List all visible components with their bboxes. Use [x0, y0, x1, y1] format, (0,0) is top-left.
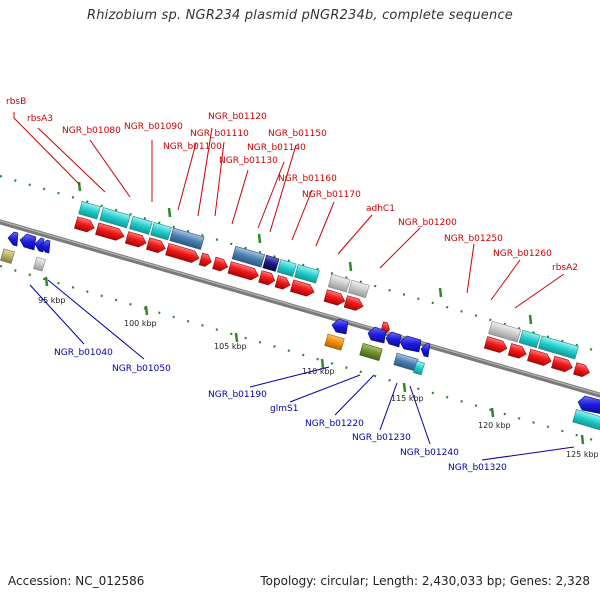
- forward-feature-track: [78, 201, 579, 360]
- forward-leader-lines: [13, 112, 565, 309]
- feature-box[interactable]: [169, 227, 205, 250]
- feature-box[interactable]: [276, 259, 297, 277]
- gene-label-NGR_b01240[interactable]: NGR_b01240: [400, 448, 459, 458]
- map-title: Rhizobium sp. NGR234 plasmid pNGR234b, c…: [86, 8, 513, 23]
- feature-box[interactable]: [150, 222, 172, 241]
- feature-box[interactable]: [262, 254, 280, 272]
- accession-text: Accession: NC_012586: [8, 574, 145, 588]
- forward-cds-arrow[interactable]: [95, 222, 126, 242]
- reverse-feature-track: [0, 231, 600, 432]
- gene-label-glmS1[interactable]: glmS1: [270, 404, 298, 414]
- feature-box[interactable]: [324, 333, 345, 351]
- gene-label-NGR_b01220[interactable]: NGR_b01220: [305, 419, 364, 429]
- ruler-label: 100 kbp: [124, 319, 157, 328]
- gene-label-rbsA2[interactable]: rbsA2: [552, 263, 578, 273]
- ruler-label: 115 kbp: [391, 394, 424, 403]
- reverse-leader-lines: [29, 279, 575, 461]
- forward-cds-arrow[interactable]: [507, 343, 528, 360]
- gene-label-NGR_b01190[interactable]: NGR_b01190: [208, 390, 267, 400]
- gene-label-rbsB[interactable]: rbsB: [6, 97, 26, 107]
- sequence-backbone: [0, 219, 600, 398]
- forward-cds-arrow[interactable]: [198, 252, 213, 268]
- gene-label-NGR_b01320[interactable]: NGR_b01320: [448, 463, 507, 473]
- forward-cds-arrow[interactable]: [165, 243, 201, 264]
- reverse-cds-arrow[interactable]: [331, 318, 349, 335]
- reverse-cds-arrow[interactable]: [40, 239, 51, 254]
- feature-box[interactable]: [129, 215, 153, 235]
- feature-box[interactable]: [518, 329, 541, 349]
- gene-label-NGR_b01130[interactable]: NGR_b01130: [219, 156, 278, 166]
- gene-label-rbsA3[interactable]: rbsA3: [27, 114, 53, 124]
- feature-box[interactable]: [0, 248, 15, 264]
- gene-label-NGR_b01250[interactable]: NGR_b01250: [444, 234, 503, 244]
- feature-box[interactable]: [413, 360, 425, 376]
- gene-label-NGR_b01170[interactable]: NGR_b01170: [302, 190, 361, 200]
- gene-label-NGR_b01260[interactable]: NGR_b01260: [493, 249, 552, 259]
- gene-label-NGR_b01160[interactable]: NGR_b01160: [278, 174, 337, 184]
- feature-box[interactable]: [78, 201, 101, 220]
- gene-label-NGR_b01140[interactable]: NGR_b01140: [247, 143, 306, 153]
- ruler-label: 120 kbp: [478, 421, 511, 430]
- forward-cds-arrow[interactable]: [551, 355, 574, 373]
- ruler-ticks: [44, 181, 585, 445]
- forward-cds-arrow[interactable]: [212, 256, 230, 272]
- gene-label-NGR_b01120[interactable]: NGR_b01120: [208, 112, 267, 122]
- reverse-cds-arrow[interactable]: [367, 326, 387, 344]
- gene-label-NGR_b01230[interactable]: NGR_b01230: [352, 433, 411, 443]
- sequence-summary: Topology: circular; Length: 2,430,033 bp…: [260, 574, 590, 588]
- ruler-label: 125 kbp: [566, 450, 599, 459]
- feature-box[interactable]: [231, 245, 265, 268]
- feature-box[interactable]: [99, 207, 131, 229]
- gene-label-NGR_b01100[interactable]: NGR_b01100: [163, 142, 222, 152]
- forward-cds-arrow[interactable]: [124, 231, 148, 249]
- forward-cds-arrow[interactable]: [343, 295, 365, 313]
- gene-label-NGR_b01040[interactable]: NGR_b01040: [54, 348, 113, 358]
- forward-cds-track: [74, 216, 591, 379]
- gene-label-NGR_b01110[interactable]: NGR_b01110: [190, 129, 249, 139]
- forward-cds-arrow[interactable]: [483, 336, 508, 355]
- forward-cds-arrow[interactable]: [573, 362, 591, 379]
- reverse-cds-arrow[interactable]: [19, 233, 37, 251]
- forward-cds-arrow[interactable]: [258, 270, 277, 287]
- ruler-label: 110 kbp: [302, 367, 335, 376]
- reverse-cds-arrow[interactable]: [7, 231, 19, 247]
- reverse-cds-arrow[interactable]: [577, 395, 600, 414]
- ruler-label: 105 kbp: [214, 342, 247, 351]
- gene-label-NGR_b01200[interactable]: NGR_b01200: [398, 218, 457, 228]
- upper-track-guide: [0, 174, 600, 354]
- forward-cds-arrow[interactable]: [323, 289, 347, 307]
- feature-box[interactable]: [33, 256, 46, 272]
- feature-box[interactable]: [359, 343, 383, 361]
- gene-label-NGR_b01150[interactable]: NGR_b01150: [268, 129, 327, 139]
- gene-label-NGR_b01090[interactable]: NGR_b01090: [124, 122, 183, 132]
- feature-box[interactable]: [488, 320, 522, 343]
- reverse-cds-arrow[interactable]: [385, 331, 402, 348]
- forward-cds-arrow[interactable]: [227, 261, 260, 282]
- feature-box[interactable]: [294, 264, 320, 284]
- gene-label-NGR_b01080[interactable]: NGR_b01080: [62, 126, 121, 136]
- ruler-label: 95 kbp: [38, 296, 66, 305]
- gene-label-adhC1[interactable]: adhC1: [366, 204, 395, 214]
- sequence-backbone-highlight: [0, 220, 600, 395]
- forward-cds-arrow[interactable]: [74, 216, 96, 234]
- feature-box[interactable]: [327, 273, 351, 293]
- forward-cds-arrow[interactable]: [274, 275, 292, 290]
- feature-box[interactable]: [347, 279, 370, 299]
- forward-cds-arrow[interactable]: [146, 237, 167, 255]
- reverse-cds-arrow[interactable]: [420, 342, 431, 358]
- feature-box[interactable]: [537, 335, 579, 360]
- reverse-cds-arrow[interactable]: [399, 335, 422, 353]
- forward-cds-arrow[interactable]: [527, 348, 552, 367]
- forward-cds-arrow[interactable]: [289, 279, 315, 298]
- gene-label-NGR_b01050[interactable]: NGR_b01050: [112, 364, 171, 374]
